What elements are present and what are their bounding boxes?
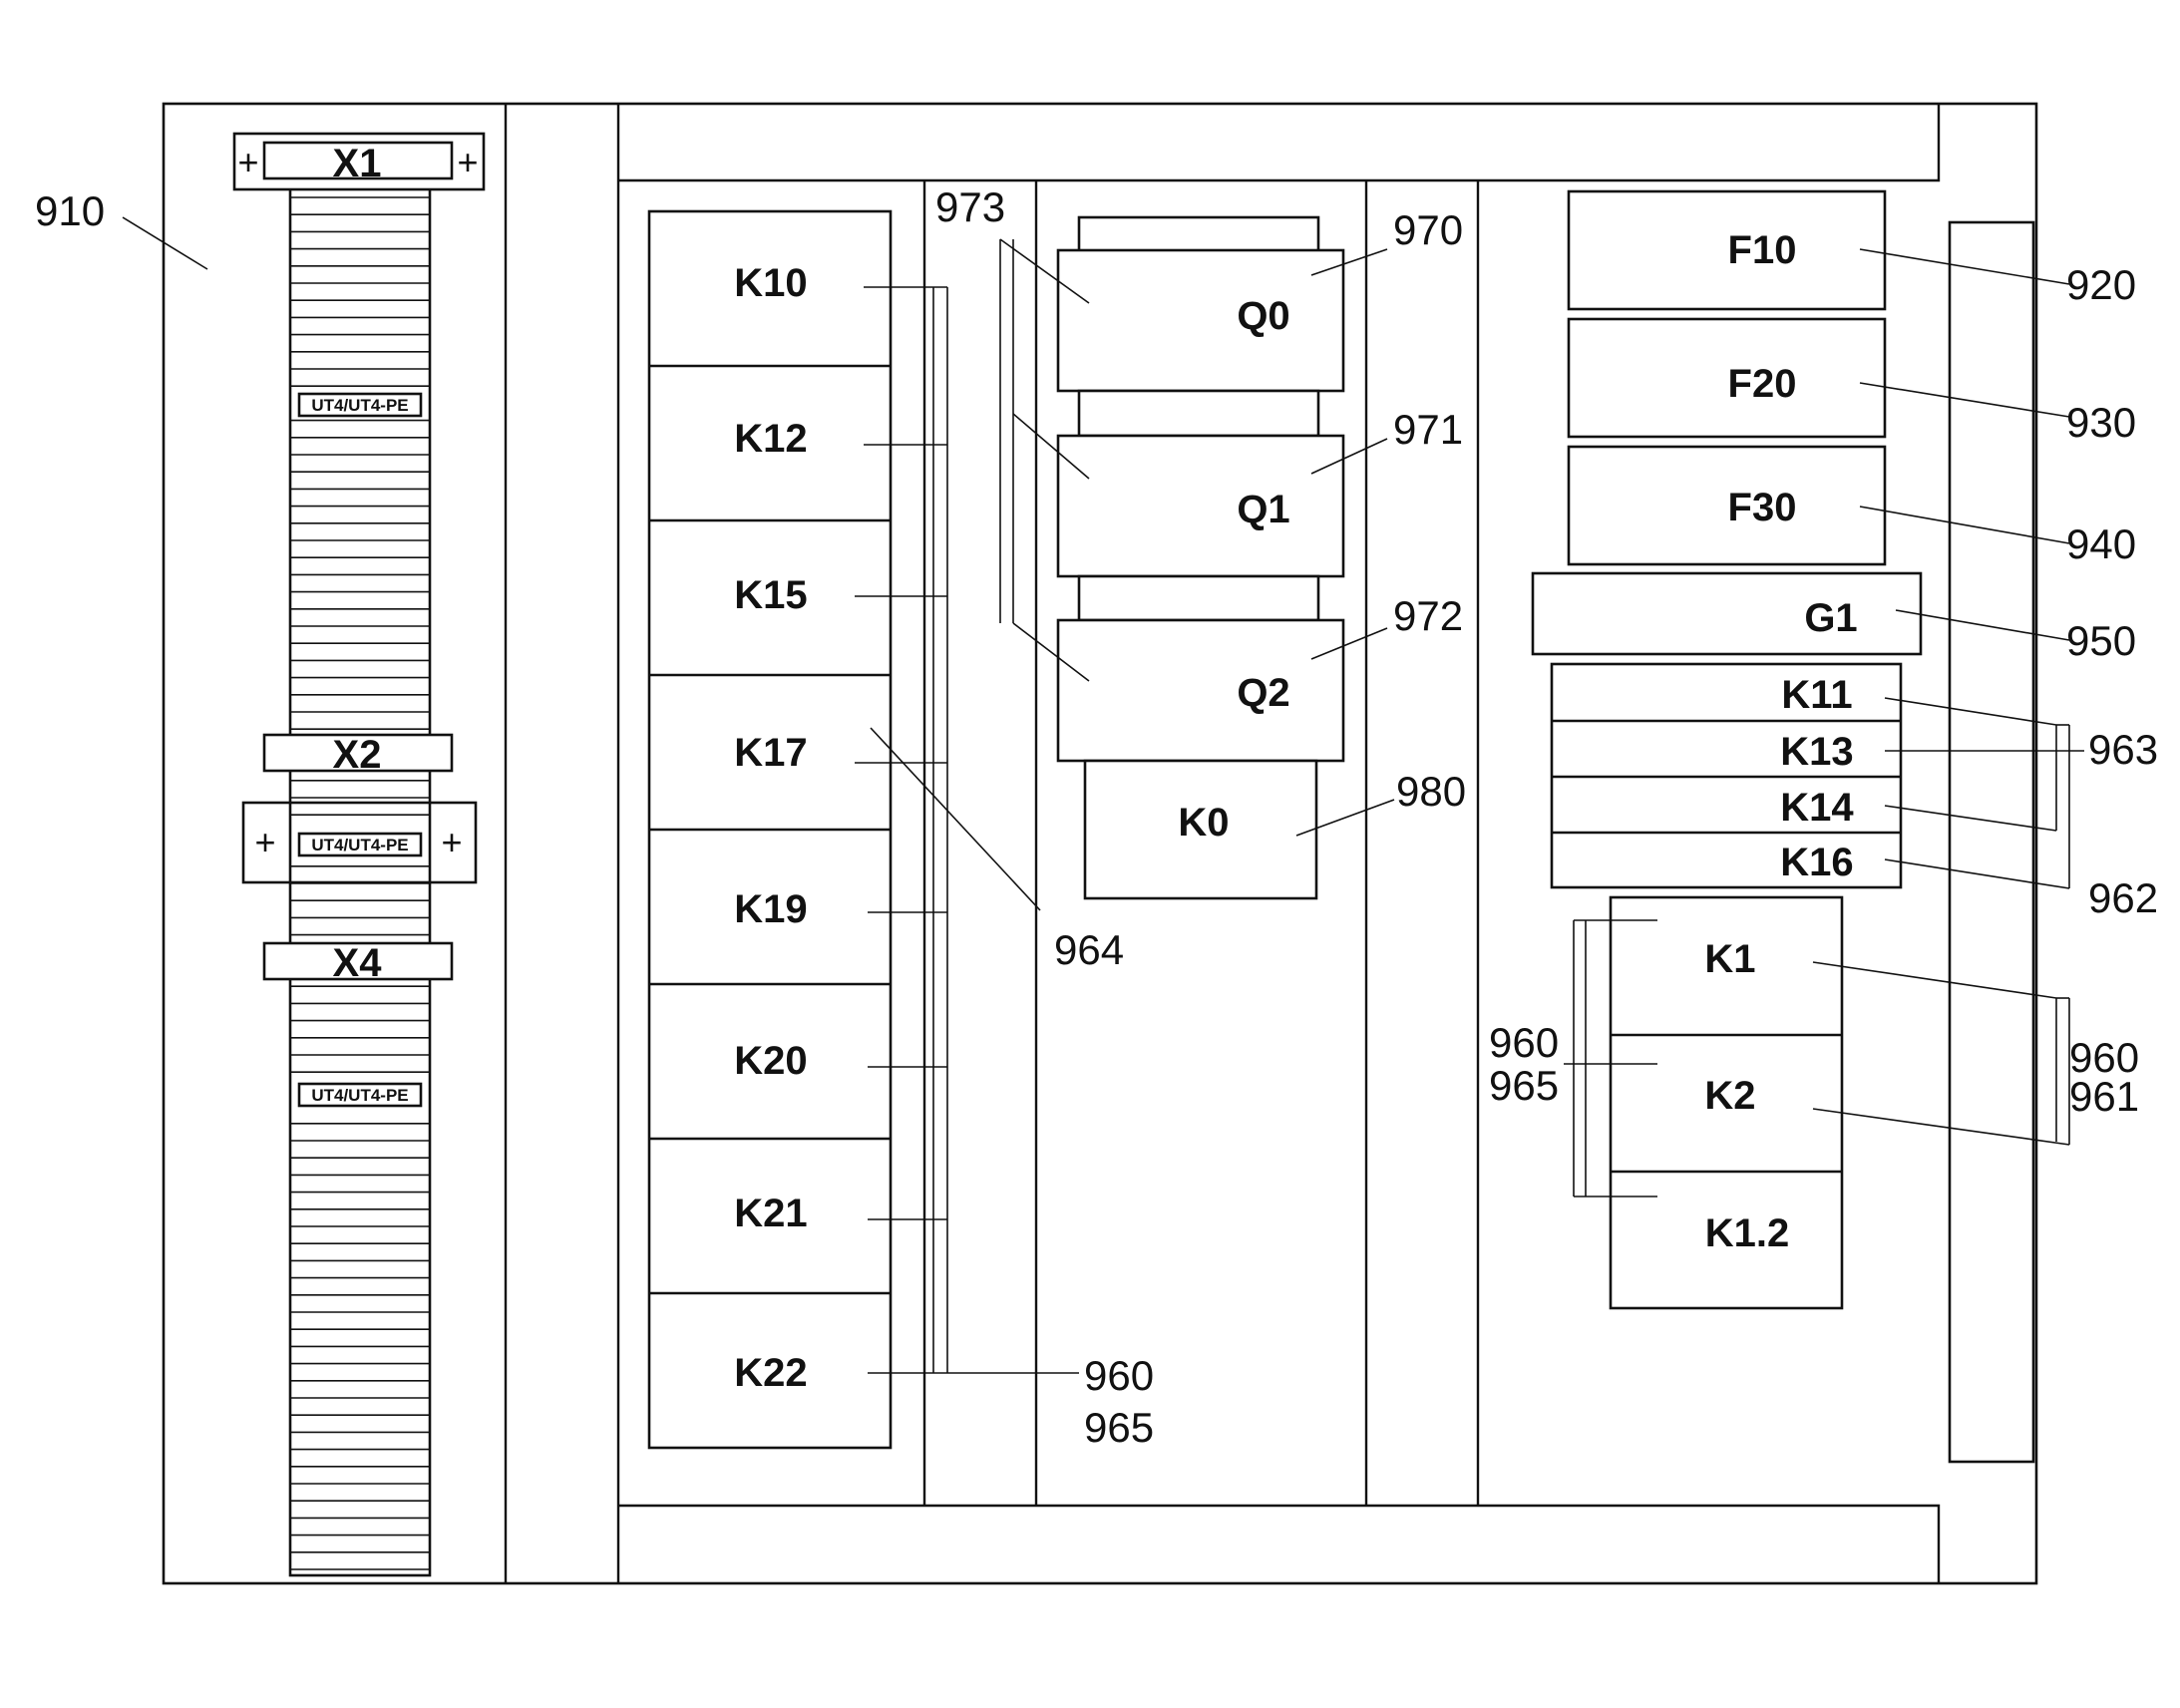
relay-k12-label: K12 xyxy=(734,417,807,461)
terminal-x4-label: X4 xyxy=(333,941,383,985)
contactor-k0-label: K0 xyxy=(1178,801,1229,845)
ref-970: 970 xyxy=(1393,206,1463,253)
fuse-f20-label: F20 xyxy=(1728,362,1797,406)
relay-k17-label: K17 xyxy=(734,731,807,775)
contactor-group: K1 K2 K1.2 xyxy=(1564,895,1844,1310)
ref-980: 980 xyxy=(1396,768,1466,815)
fuse-f10-label: F10 xyxy=(1728,228,1797,272)
reference-numerals: 910 973 970 971 972 980 964 960 965 920 … xyxy=(35,183,2158,1451)
ref-950: 950 xyxy=(2066,617,2136,664)
relay-k19-label: K19 xyxy=(734,887,807,931)
plus-mark: + xyxy=(457,142,478,182)
ref-972: 972 xyxy=(1393,592,1463,639)
breaker-q1-label: Q1 xyxy=(1237,488,1289,531)
relay-k15-label: K15 xyxy=(734,573,807,617)
ref-960-right: 960 xyxy=(2069,1034,2139,1081)
relay-k11-label: K11 xyxy=(1781,673,1852,717)
small-relay-group: K11 K13 K14 K16 xyxy=(1550,662,1903,889)
terminal-strip: X1 + + UT4/UT4-PE X2 UT4/UT4-PE + + X4 U… xyxy=(232,132,486,1577)
fuse-f30-label: F30 xyxy=(1728,486,1797,529)
plus-mark: + xyxy=(441,822,462,862)
leader-lines xyxy=(122,216,2084,1146)
relay-k20-label: K20 xyxy=(734,1039,807,1083)
relay-k10-label: K10 xyxy=(734,261,807,305)
ref-960-bottom: 960 xyxy=(1084,1352,1154,1399)
plus-mark: + xyxy=(254,822,275,862)
ref-910: 910 xyxy=(35,187,105,234)
ref-920: 920 xyxy=(2066,261,2136,308)
ref-971: 971 xyxy=(1393,406,1463,453)
ref-940: 940 xyxy=(2066,520,2136,567)
contactor-k1-label: K1 xyxy=(1704,937,1755,981)
ref-961: 961 xyxy=(2069,1073,2139,1120)
ref-973: 973 xyxy=(935,183,1005,230)
breaker-group: Q0 Q1 Q2 K0 xyxy=(999,215,1345,900)
power-supply-g1-label: G1 xyxy=(1804,596,1857,640)
relay-k14-label: K14 xyxy=(1780,786,1854,830)
relay-k13-label: K13 xyxy=(1780,730,1853,774)
relay-column: K10 K12 K15 K17 K19 K20 K21 K22 xyxy=(647,209,1079,1450)
terminal-x2-label: X2 xyxy=(333,733,382,777)
ref-963: 963 xyxy=(2088,726,2158,773)
relay-k21-label: K21 xyxy=(734,1192,807,1235)
ref-960-mid: 960 xyxy=(1489,1019,1559,1066)
breaker-q0-label: Q0 xyxy=(1237,294,1289,338)
terminal-type-label: UT4/UT4-PE xyxy=(311,836,408,854)
ref-965-bottom: 965 xyxy=(1084,1404,1154,1451)
relay-k16-label: K16 xyxy=(1780,841,1853,884)
terminal-x1-label: X1 xyxy=(333,142,382,185)
fuse-group: F10 F20 F30 G1 xyxy=(1531,189,1923,656)
ref-962: 962 xyxy=(2088,874,2158,921)
breaker-q2-label: Q2 xyxy=(1237,671,1289,715)
ref-930: 930 xyxy=(2066,399,2136,446)
contactor-k2-label: K2 xyxy=(1704,1074,1755,1118)
plus-mark: + xyxy=(237,142,258,182)
terminal-type-label: UT4/UT4-PE xyxy=(311,396,408,415)
relay-k22-label: K22 xyxy=(734,1351,807,1395)
contactor-k1-2-label: K1.2 xyxy=(1705,1211,1790,1255)
terminal-type-label: UT4/UT4-PE xyxy=(311,1086,408,1105)
ref-964: 964 xyxy=(1054,926,1124,973)
ref-965-mid: 965 xyxy=(1489,1062,1559,1109)
